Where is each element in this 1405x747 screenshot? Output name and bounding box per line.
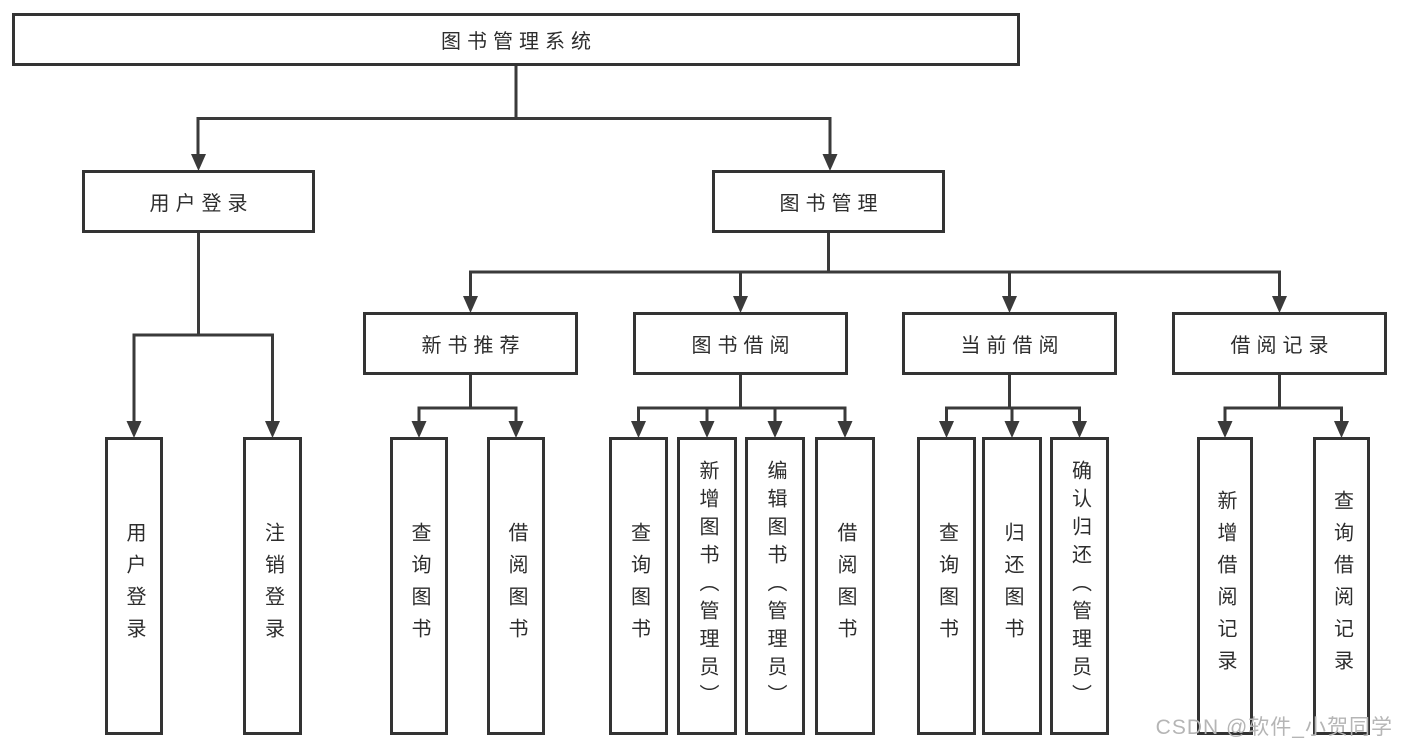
leaf-query-book-recommend: 查询图书 <box>390 437 448 735</box>
arrowheads <box>126 154 1349 438</box>
leaf-logout: 注销登录 <box>243 437 302 735</box>
leaf-add-borrow-record: 新增借阅记录 <box>1197 437 1253 735</box>
csdn-watermark: CSDN @软件_小贺同学 <box>1155 716 1393 739</box>
leaf-query-book-borrow: 查询图书 <box>609 437 668 735</box>
leaf-edit-book-admin: 编辑图书（管理员） <box>745 437 805 735</box>
node-label: 图书管理系统 <box>441 31 597 53</box>
node-label: 注销登录 <box>261 522 284 650</box>
leaf-confirm-return-admin: 确认归还（管理员） <box>1050 437 1109 735</box>
node-borrow-records: 借阅记录 <box>1172 312 1387 375</box>
node-label: 用户登录 <box>149 193 254 215</box>
node-new-book-recommend: 新书推荐 <box>363 312 578 375</box>
node-label: 当前借阅 <box>960 335 1065 357</box>
node-label: 借阅记录 <box>1230 335 1335 357</box>
node-label: 图书借阅 <box>691 335 796 357</box>
node-label: 用户登录 <box>123 522 145 650</box>
node-label: 借阅图书 <box>505 522 527 650</box>
node-label: 新书推荐 <box>421 335 526 357</box>
node-root-library-system: 图书管理系统 <box>12 13 1020 66</box>
node-label: 借阅图书 <box>834 522 856 650</box>
node-label: 归还图书 <box>1001 522 1023 650</box>
node-label: 查询图书 <box>935 522 958 650</box>
leaf-query-borrow-record: 查询借阅记录 <box>1313 437 1370 735</box>
node-current-borrow: 当前借阅 <box>902 312 1117 375</box>
node-label: 图书管理 <box>779 193 884 215</box>
leaf-return-book: 归还图书 <box>982 437 1042 735</box>
node-label: 查询借阅记录 <box>1330 490 1353 682</box>
leaf-query-book-current: 查询图书 <box>917 437 976 735</box>
node-user-login: 用户登录 <box>82 170 315 233</box>
leaf-add-book-admin: 新增图书（管理员） <box>677 437 737 735</box>
node-label: 编辑图书（管理员） <box>764 460 786 712</box>
node-label: 查询图书 <box>627 522 650 650</box>
leaf-borrow-book: 借阅图书 <box>815 437 875 735</box>
node-label: 新增图书（管理员） <box>696 460 718 712</box>
leaf-user-login: 用户登录 <box>105 437 163 735</box>
node-book-borrow: 图书借阅 <box>633 312 848 375</box>
node-label: 查询图书 <box>408 522 430 650</box>
node-book-management: 图书管理 <box>712 170 945 233</box>
node-label: 确认归还（管理员） <box>1068 460 1091 712</box>
node-label: 新增借阅记录 <box>1214 490 1236 682</box>
leaf-borrow-book-recommend: 借阅图书 <box>487 437 545 735</box>
